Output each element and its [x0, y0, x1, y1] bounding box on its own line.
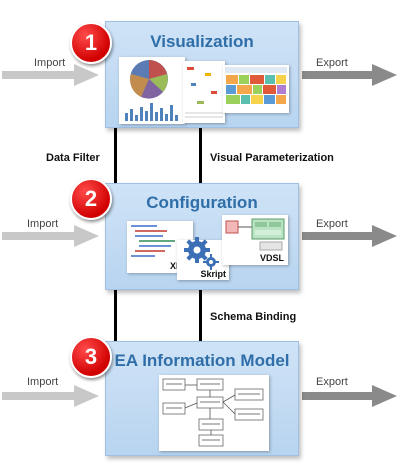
export-label-3: Export	[316, 376, 348, 388]
import-arrow-2	[2, 225, 99, 247]
import-label-3: Import	[27, 376, 59, 388]
step-badge-2: 2	[70, 178, 112, 220]
connector-schema-binding	[199, 288, 202, 342]
information-model-diagram	[159, 375, 269, 451]
configuration-layer: Configuration XML	[105, 183, 299, 290]
connector-data-filter	[114, 126, 117, 184]
pie-bar-chart-thumbnail	[119, 57, 185, 124]
visualization-title: Visualization	[150, 32, 254, 51]
import-arrow-1	[2, 64, 99, 86]
export-arrow-3	[302, 385, 397, 407]
vdsl-label: VDSL	[259, 253, 284, 263]
export-label-2: Export	[316, 218, 348, 230]
data-filter-label: Data Filter	[46, 152, 100, 164]
scatter-chart-thumbnail	[183, 61, 225, 123]
visualization-layer: Visualization	[105, 21, 299, 128]
connector-visual-parameterization	[199, 126, 202, 184]
gear-icon	[184, 237, 210, 263]
ea-information-model-title: EA Information Model	[114, 351, 290, 370]
import-label-1: Import	[34, 57, 66, 69]
connector-left-lower	[114, 288, 117, 342]
schema-binding-label: Schema Binding	[210, 311, 297, 323]
heatmap-thumbnail	[223, 65, 289, 113]
import-arrow-3	[2, 385, 99, 407]
configuration-title: Configuration	[146, 193, 258, 212]
small-gear-icon	[203, 254, 219, 270]
export-arrow-1	[302, 64, 397, 86]
step-badge-3: 3	[70, 336, 112, 378]
vdsl-panel: VDSL	[222, 215, 288, 265]
export-label-1: Export	[316, 57, 348, 69]
ea-information-model-layer: EA Information Model	[105, 341, 299, 456]
export-arrow-2	[302, 225, 397, 247]
visual-parameterization-label: Visual Parameterization	[210, 152, 334, 164]
skript-label: Skript	[200, 269, 226, 279]
skript-panel: Skript	[177, 237, 229, 280]
step-badge-1: 1	[70, 22, 112, 64]
import-label-2: Import	[27, 218, 59, 230]
